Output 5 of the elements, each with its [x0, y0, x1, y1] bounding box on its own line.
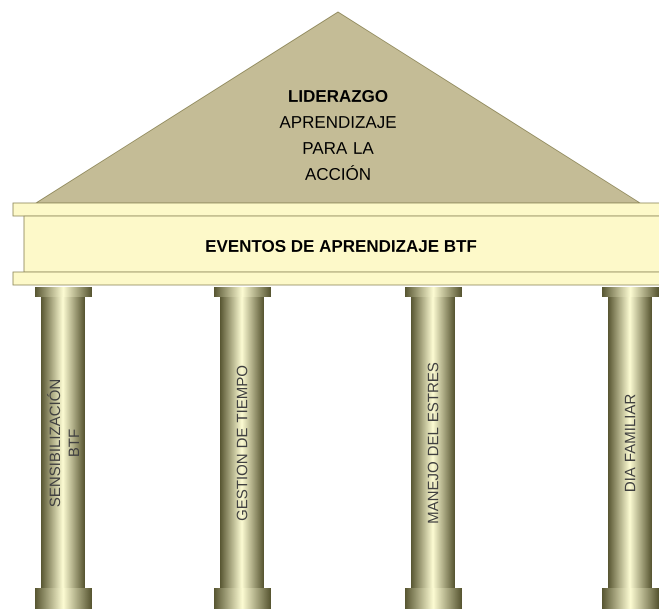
- column: GESTION DE TIEMPO: [214, 286, 271, 609]
- column: SENSIBILIZACIÓN BTF: [35, 286, 92, 609]
- column: DIA FAMILIAR: [602, 286, 659, 609]
- entablature-band: EVENTOS DE APRENDIZAJE BTF: [12, 202, 659, 286]
- column: MANEJO DEL ESTRES: [405, 286, 462, 609]
